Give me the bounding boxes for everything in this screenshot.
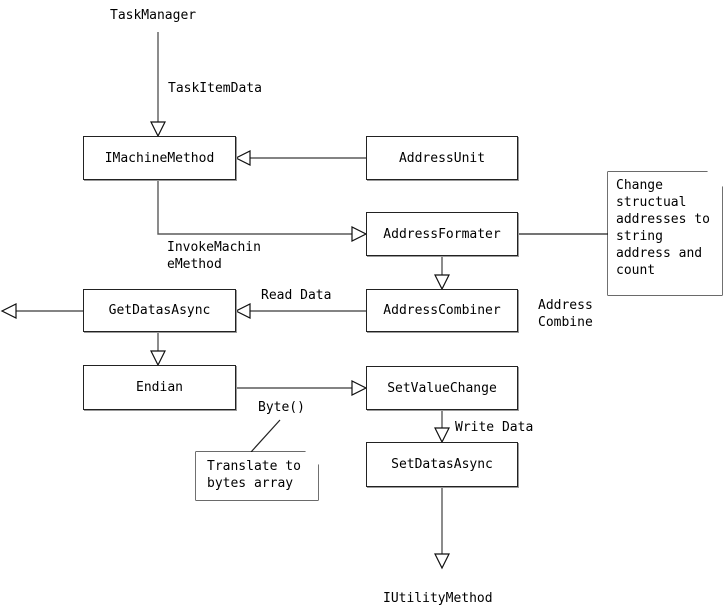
arrowhead-down-imachinemethod [150,121,166,138]
arrowhead-left-imachinemethod [234,150,251,166]
node-setvaluechange[interactable]: SetValueChange [366,366,518,410]
node-getdatasasync[interactable]: GetDatasAsync [83,289,236,332]
node-label: AddressFormater [383,226,501,242]
arrowhead-down-addresscombiner [434,274,450,291]
label-invokemachinemethod: InvokeMachin eMethod [167,240,261,272]
node-addresscombiner[interactable]: AddressCombiner [366,289,518,332]
arrowhead-left-exit [0,303,17,319]
node-addressunit[interactable]: AddressUnit [366,136,518,180]
note-translate: Translate to bytes array [196,452,318,500]
label-readdata: Read Data [261,288,332,303]
node-label: Endian [136,380,183,395]
label-taskmanager: TaskManager [110,8,197,23]
node-setdatasasync[interactable]: SetDatasAsync [366,442,518,487]
arrowhead-down-endian [150,350,166,367]
label-byte: Byte() [258,400,305,415]
label-taskitemdata: TaskItemData [168,81,262,96]
label-addresscombine: Address Combine [538,298,593,330]
arrowhead-down-setdatasasync [434,427,450,444]
note-address: Change structual addresses to string add… [608,172,722,295]
edge-note-translate-anchor [250,419,281,453]
edge-imachinemethod-to-addressformater [157,180,352,235]
node-label: GetDatasAsync [108,303,211,318]
node-addressformater[interactable]: AddressFormater [366,212,518,256]
node-label: AddressCombiner [383,303,501,318]
arrowhead-left-getdatasasync [234,303,251,319]
node-label: SetDatasAsync [391,457,493,472]
label-iutilitymethod: IUtilityMethod [383,591,493,606]
node-endian[interactable]: Endian [83,365,236,410]
note-address-text: Change structual addresses to string add… [616,178,710,278]
node-label: IMachineMethod [104,150,215,166]
arrowhead-right-addressformater [351,226,368,242]
node-label: SetValueChange [387,380,497,396]
arrowhead-right-setvaluechange [351,380,368,396]
arrowhead-down-iutilitymethod [434,553,450,570]
node-imachinemethod[interactable]: IMachineMethod [83,136,236,180]
note-translate-text: Translate to bytes array [207,459,301,491]
label-writedata: Write Data [455,420,534,435]
node-label: AddressUnit [398,150,486,166]
